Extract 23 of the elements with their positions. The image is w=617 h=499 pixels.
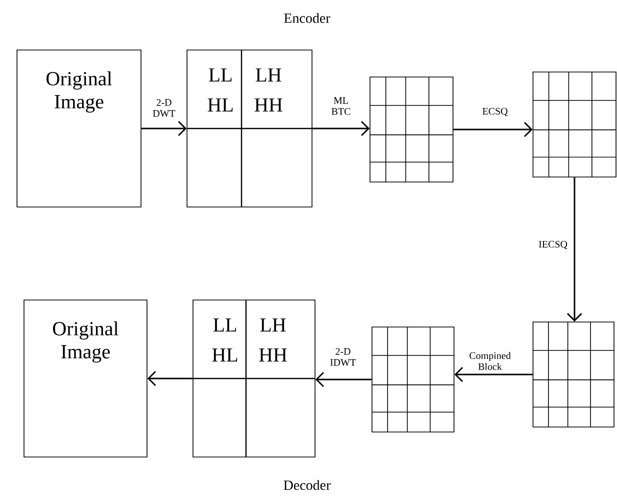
arrow [312,120,370,136]
arrow [566,177,582,322]
edge-label: ML BTC [332,97,350,115]
arrow [315,372,372,388]
block-grid [532,72,616,178]
block-grid [532,322,614,428]
edge-label: 2-D DWT [152,99,176,117]
image-box: Original Image [16,50,142,208]
image-box: Original Image [24,300,148,458]
edge-label: 2-D IDWT [330,348,356,366]
block-grid [370,76,454,182]
arrow [454,366,533,382]
edge-label: IECSQ [538,240,568,250]
section-heading: Decoder [284,480,331,490]
subband-box: LL LH HL HH [186,50,312,208]
arrow [141,120,187,136]
arrow [453,122,533,138]
edge-label: Compined Block [470,352,511,370]
subband-box: LL LH HL HH [192,300,316,458]
block-grid [372,326,454,432]
edge-label: ECSQ [482,108,508,116]
section-heading: Encoder [284,13,330,23]
arrow [147,370,193,386]
